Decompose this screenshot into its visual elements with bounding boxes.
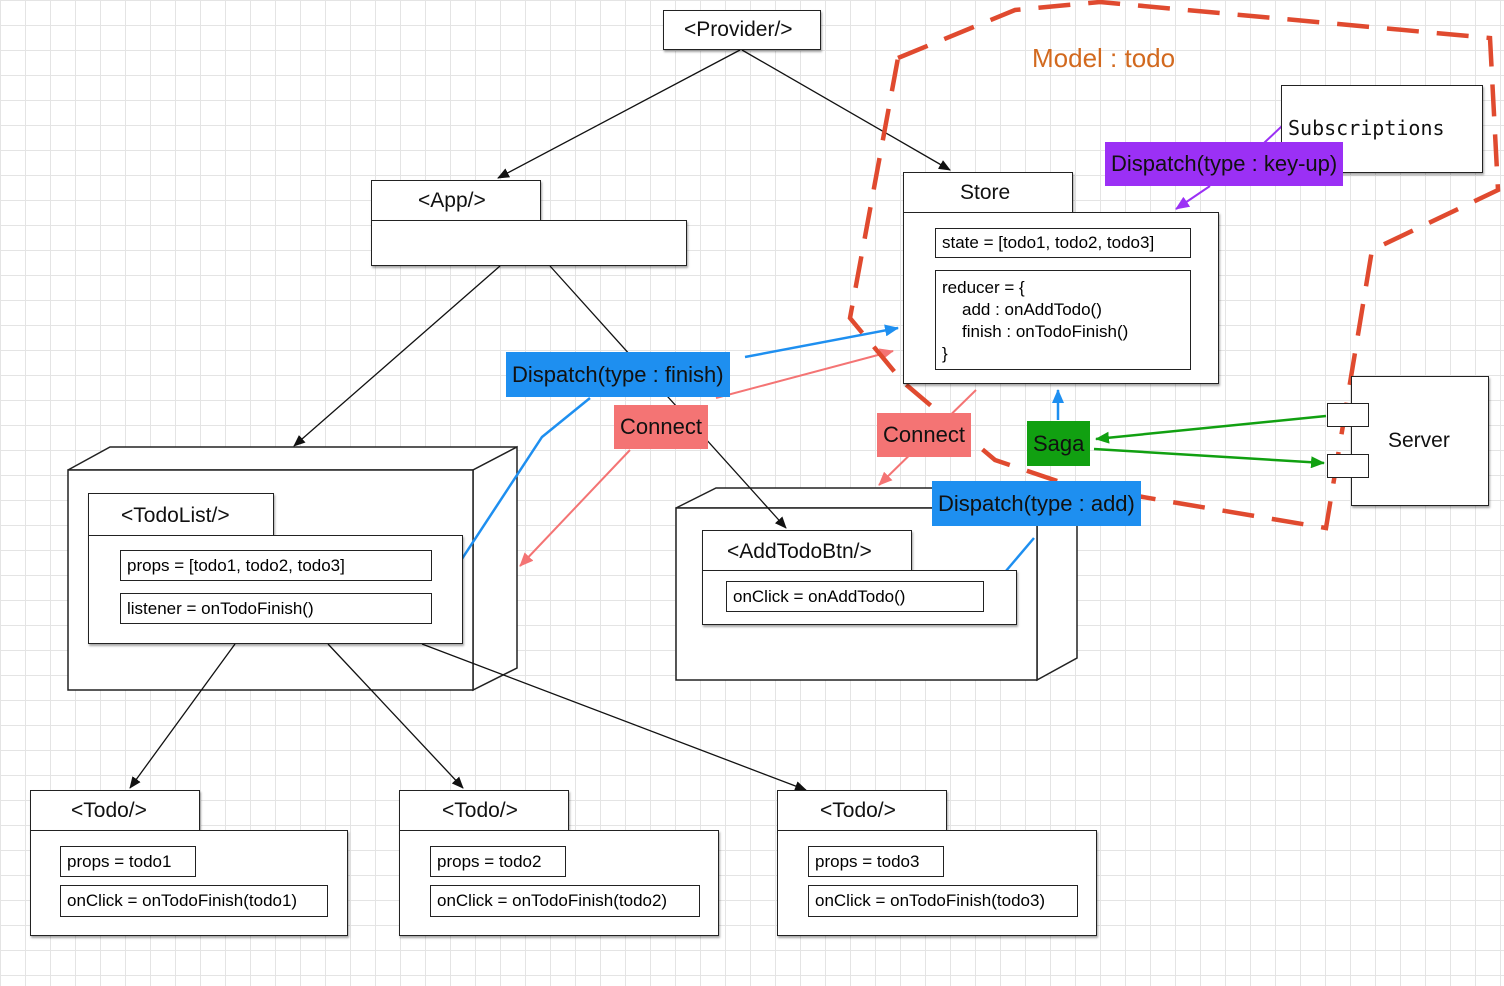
todo3-label: <Todo/> (820, 799, 896, 822)
todo3-props-text: props = todo3 (815, 851, 920, 871)
saga-server-arrows (1093, 414, 1327, 469)
server-node: Server (1351, 376, 1489, 506)
addtodobtn-onclick-field: onClick = onAddTodo() (726, 581, 984, 612)
saga-tag: Saga (1027, 421, 1091, 466)
addtodobtn-label: <AddTodoBtn/> (727, 540, 872, 563)
todo3-body: props = todo3 onClick = onTodoFinish(tod… (777, 830, 1097, 936)
todolist-props-text: props = [todo1, todo2, todo3] (127, 555, 345, 575)
todo3-props-field: props = todo3 (808, 846, 944, 877)
todo2-label: <Todo/> (442, 799, 518, 822)
store-tab: Store (903, 172, 1073, 214)
todo1-tab: <Todo/> (30, 790, 200, 832)
todo1-props-text: props = todo1 (67, 851, 172, 871)
reducer-line-open: reducer = { (942, 278, 1025, 297)
todo1-label: <Todo/> (71, 799, 147, 822)
server-port-in (1327, 403, 1369, 427)
todo1-onclick-text: onClick = onTodoFinish(todo1) (67, 891, 298, 910)
addtodobtn-tab: <AddTodoBtn/> (702, 530, 912, 572)
todo2-props-field: props = todo2 (430, 846, 566, 877)
addtodobtn-body: onClick = onAddTodo() (702, 570, 1017, 625)
provider-label: <Provider/> (684, 18, 793, 41)
store-label: Store (960, 181, 1011, 204)
dispatch-finish-tag: Dispatch(type : finish) (506, 352, 730, 397)
todo3-onclick-field: onClick = onTodoFinish(todo3) (808, 885, 1078, 917)
connect-right-tag: Connect (877, 413, 971, 457)
todo2-onclick-text: onClick = onTodoFinish(todo2) (437, 891, 668, 910)
model-label: Model : todo (1032, 43, 1176, 73)
todo1-onclick-field: onClick = onTodoFinish(todo1) (60, 885, 328, 917)
dispatch-add-tag: Dispatch(type : add) (932, 481, 1141, 526)
app-label: <App/> (418, 189, 486, 212)
todo3-onclick-text: onClick = onTodoFinish(todo3) (815, 891, 1046, 910)
reducer-line-add: add : onAddTodo() (962, 300, 1102, 319)
reducer-line-close: } (942, 344, 948, 363)
store-reducer-field: reducer = { add : onAddTodo() finish : o… (935, 270, 1191, 370)
todo2-props-text: props = todo2 (437, 851, 542, 871)
store-state-text: state = [todo1, todo2, todo3] (942, 233, 1155, 252)
todolist-listener-field: listener = onTodoFinish() (120, 593, 432, 624)
app-body (371, 220, 687, 266)
model-boundary (847, 0, 1501, 531)
dispatch-keyup-tag: Dispatch(type : key-up) (1105, 142, 1344, 186)
provider-node: <Provider/> (663, 10, 821, 50)
server-label: Server (1388, 429, 1450, 452)
todolist-body: props = [todo1, todo2, todo3] listener =… (88, 535, 463, 644)
app-tab: <App/> (371, 180, 541, 222)
todolist-listener-text: listener = onTodoFinish() (127, 598, 314, 618)
todo2-onclick-field: onClick = onTodoFinish(todo2) (430, 885, 700, 917)
todo1-body: props = todo1 onClick = onTodoFinish(tod… (30, 830, 348, 936)
todolist-tab: <TodoList/> (88, 493, 274, 537)
todo1-props-field: props = todo1 (60, 846, 196, 877)
todolist-label: <TodoList/> (121, 504, 230, 527)
server-port-out (1327, 454, 1369, 478)
reducer-line-finish: finish : onTodoFinish() (962, 322, 1129, 341)
subscription-arrows (1175, 125, 1283, 210)
todo2-body: props = todo2 onClick = onTodoFinish(tod… (399, 830, 719, 936)
todo2-tab: <Todo/> (399, 790, 569, 832)
addtodobtn-onclick-text: onClick = onAddTodo() (733, 586, 906, 606)
todolist-props-field: props = [todo1, todo2, todo3] (120, 550, 432, 581)
store-state-field: state = [todo1, todo2, todo3] (935, 228, 1191, 258)
store-body: state = [todo1, todo2, todo3] reducer = … (903, 212, 1219, 384)
subscriptions-label: Subscriptions (1288, 116, 1445, 140)
hierarchy-arrows (129, 49, 951, 791)
todo3-tab: <Todo/> (777, 790, 947, 832)
connect-left-tag: Connect (614, 405, 708, 449)
